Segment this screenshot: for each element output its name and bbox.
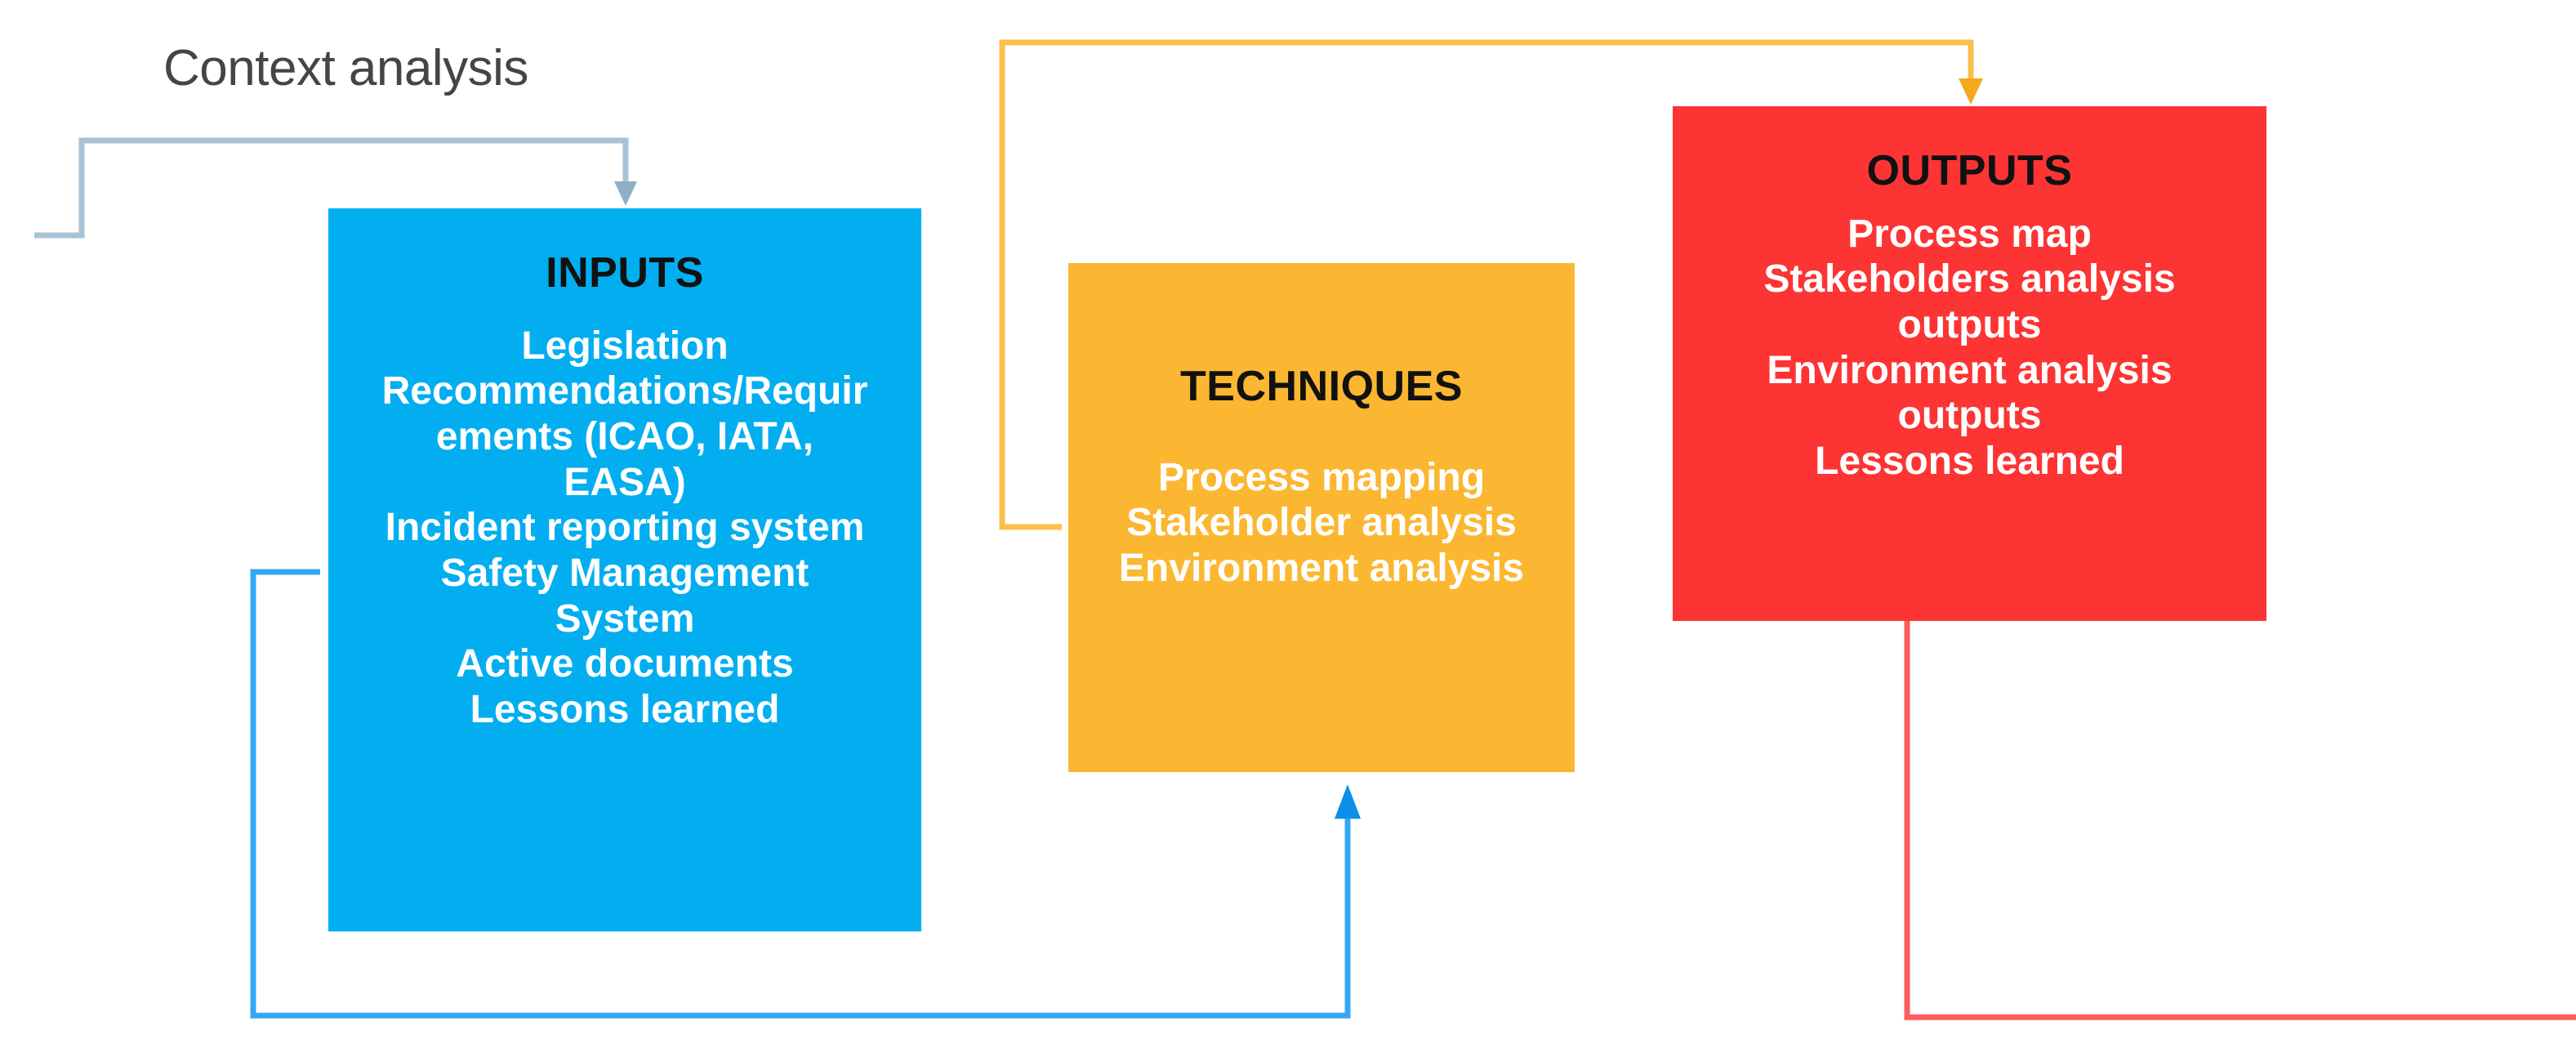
inputs-line: Active documents [456, 642, 794, 686]
inputs-line: Legislation [521, 324, 729, 368]
inputs-box-title: INPUTS [546, 249, 704, 297]
techniques-line: Environment analysis [1118, 546, 1525, 590]
techniques-line: Stakeholder analysis [1126, 501, 1517, 545]
inputs-line: EASA) [564, 460, 686, 504]
inputs-line: Incident reporting system [385, 506, 865, 550]
inputs-line: System [555, 596, 695, 641]
inputs-box-body: Legislation Recommendations/Requir ement… [335, 324, 915, 733]
arrowhead-down-gray [614, 181, 637, 206]
inputs-line: Recommendations/Requir [381, 369, 868, 413]
outputs-line: Lessons learned [1815, 439, 2124, 483]
techniques-line: Process mapping [1157, 455, 1486, 499]
context-analysis-caption: Context analysis [163, 40, 528, 96]
outputs-line: Stakeholders analysis [1763, 257, 2176, 301]
outputs-line: outputs [1897, 302, 2042, 346]
outputs-box[interactable]: OUTPUTS Process map Stakeholders analysi… [1673, 106, 2266, 621]
inputs-box[interactable]: INPUTS Legislation Recommendations/Requi… [328, 208, 921, 931]
inputs-line: ements (ICAO, IATA, [435, 414, 814, 458]
inputs-line: Lessons learned [470, 687, 780, 731]
outputs-line: Process map [1847, 212, 2092, 256]
inputs-line: Safety Management [440, 551, 809, 595]
arrowhead-down-yellow [1959, 78, 1983, 105]
techniques-box-body: Process mapping Stakeholder analysis Env… [1073, 455, 1570, 592]
outputs-box-body: Process map Stakeholders analysis output… [1681, 212, 2258, 485]
outputs-line: Environment analysis [1767, 348, 2173, 392]
arrowhead-up-blue [1335, 784, 1361, 819]
techniques-box-title: TECHNIQUES [1180, 363, 1463, 410]
outputs-line: outputs [1897, 394, 2042, 438]
techniques-box[interactable]: TECHNIQUES Process mapping Stakeholder a… [1068, 263, 1575, 772]
connector-outputs-feedback [1904, 621, 2576, 1020]
outputs-box-title: OUTPUTS [1866, 147, 2073, 194]
